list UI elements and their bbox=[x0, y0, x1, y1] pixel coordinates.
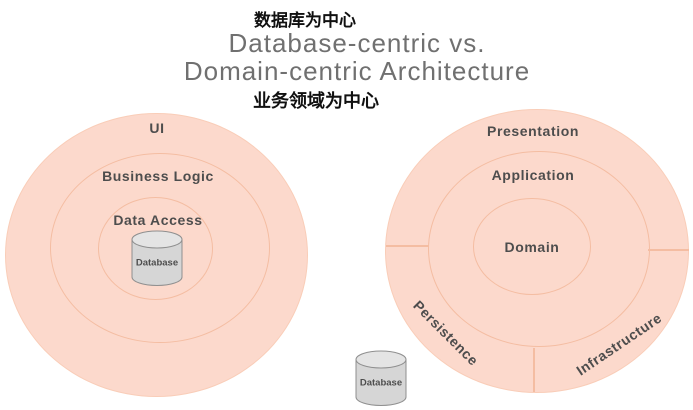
right-inner-ring-circle bbox=[473, 198, 591, 295]
ring-label-ui: UI bbox=[149, 120, 165, 136]
database-cylinder-icon bbox=[131, 230, 183, 286]
right-database-cylinder: Database bbox=[355, 350, 407, 410]
sector-divider-right bbox=[648, 249, 689, 251]
ring-label-presentation: Presentation bbox=[487, 123, 579, 139]
ring-label-domain: Domain bbox=[504, 239, 560, 255]
sector-divider-left bbox=[386, 245, 429, 247]
ring-label-data-access: Data Access bbox=[113, 212, 203, 228]
caption-domain-centric-zh: 业务领域为中心 bbox=[253, 91, 379, 111]
left-database-label: Database bbox=[135, 257, 179, 269]
page-title-line2: Domain-centric Architecture bbox=[183, 56, 531, 86]
sector-divider-bottom bbox=[533, 348, 535, 392]
caption-database-centric-zh: 数据库为中心 bbox=[254, 11, 356, 30]
page-title-line1: Database-centric vs. bbox=[228, 28, 486, 58]
left-database-cylinder: Database bbox=[131, 230, 183, 292]
database-cylinder-icon bbox=[355, 350, 407, 406]
right-database-label: Database bbox=[359, 377, 403, 389]
left-middle-ring-circle bbox=[50, 153, 270, 343]
ring-label-business-logic: Business Logic bbox=[102, 168, 214, 184]
left-inner-ring-circle bbox=[98, 197, 213, 300]
ring-label-application: Application bbox=[491, 167, 575, 183]
